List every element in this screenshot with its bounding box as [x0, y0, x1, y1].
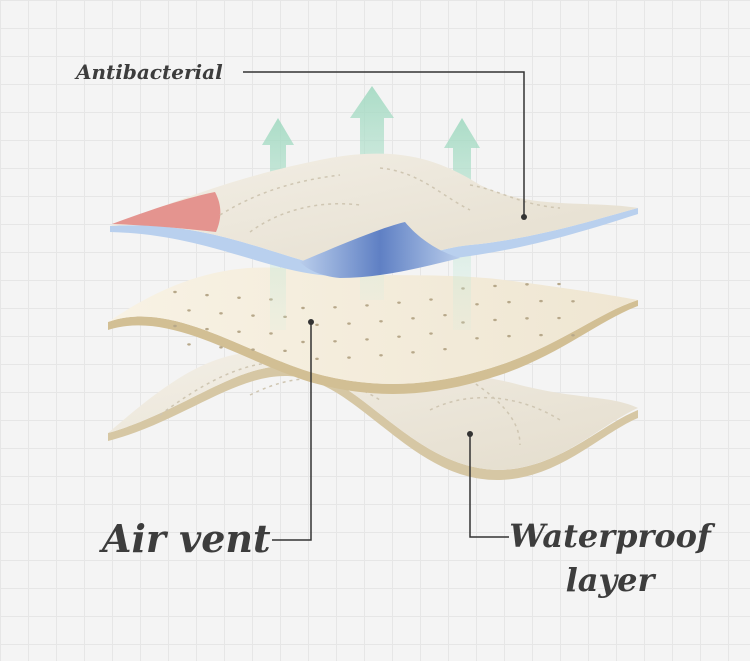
vent-hole: [507, 334, 511, 338]
leader-lines: [243, 71, 527, 541]
vent-hole: [379, 354, 383, 357]
antibacterial-stitching: [219, 167, 561, 233]
vent-hole: [301, 306, 305, 310]
vent-hole: [429, 332, 433, 335]
vent-hole: [493, 318, 497, 322]
vent-hole: [475, 337, 479, 340]
antibacterial-layer-film: [110, 208, 638, 276]
waterproof-leader: [469, 434, 509, 538]
vent-hole: [397, 301, 401, 304]
vent-hole: [557, 316, 561, 320]
air-vent-leader: [272, 322, 312, 541]
vent-hole: [539, 299, 543, 303]
vent-hole: [219, 312, 223, 315]
vent-hole: [525, 283, 529, 286]
vent-hole: [475, 303, 479, 306]
vent-hole: [315, 323, 319, 327]
antibacterial-peeled-corner: [300, 222, 460, 278]
vent-hole: [365, 304, 369, 307]
vent-hole: [571, 334, 575, 337]
air-vent-holes: [173, 282, 575, 361]
air-vent-anchor-dot: [308, 319, 314, 325]
vent-hole: [333, 340, 337, 343]
vent-hole: [397, 335, 401, 338]
air-vent-label: Air vent: [102, 516, 271, 561]
vent-hole: [557, 282, 561, 286]
vent-hole: [173, 290, 177, 294]
vent-hole: [237, 330, 241, 333]
antibacterial-pink-corner: [112, 192, 221, 232]
air-vent-layer-edge: [108, 300, 638, 394]
vent-hole: [365, 338, 369, 341]
vent-hole: [379, 320, 383, 323]
air-vent-layer: [108, 267, 638, 394]
vent-hole: [251, 314, 255, 317]
vent-hole: [443, 313, 447, 317]
vent-hole: [269, 332, 273, 335]
waterproof-label-line2: layer: [565, 561, 655, 599]
waterproof-anchor-dot: [467, 431, 473, 437]
vent-hole: [539, 333, 543, 337]
antibacterial-leader: [243, 71, 525, 217]
vent-hole: [347, 356, 351, 359]
vent-hole: [251, 348, 255, 351]
antibacterial-anchor-dot: [521, 214, 527, 220]
vent-hole: [205, 293, 209, 297]
vent-hole: [507, 300, 511, 304]
vent-hole: [315, 357, 319, 361]
vent-hole: [411, 317, 415, 320]
vent-hole: [205, 327, 209, 331]
vent-hole: [187, 309, 191, 312]
vent-hole: [571, 300, 575, 303]
vent-hole: [219, 346, 223, 349]
vent-hole: [429, 298, 433, 301]
waterproof-layer-fabric: [108, 351, 638, 470]
vent-hole: [333, 306, 337, 309]
waterproof-label-line1: Waterproof: [509, 517, 711, 555]
vent-hole: [411, 351, 415, 354]
vent-hole: [443, 347, 447, 351]
vent-hole: [493, 284, 497, 288]
vent-hole: [237, 296, 241, 299]
vent-hole: [525, 317, 529, 320]
air-vent-layer-foam: [108, 267, 638, 384]
vent-hole: [283, 349, 287, 353]
vent-hole: [173, 324, 177, 328]
antibacterial-layer-fabric: [110, 153, 638, 269]
antibacterial-label: Antibacterial: [76, 60, 223, 84]
vent-hole: [187, 343, 191, 346]
antibacterial-layer: [110, 153, 638, 278]
vent-hole: [347, 322, 351, 325]
waterproof-layer-label: Waterproof layer: [500, 514, 720, 602]
vent-hole: [301, 340, 305, 344]
